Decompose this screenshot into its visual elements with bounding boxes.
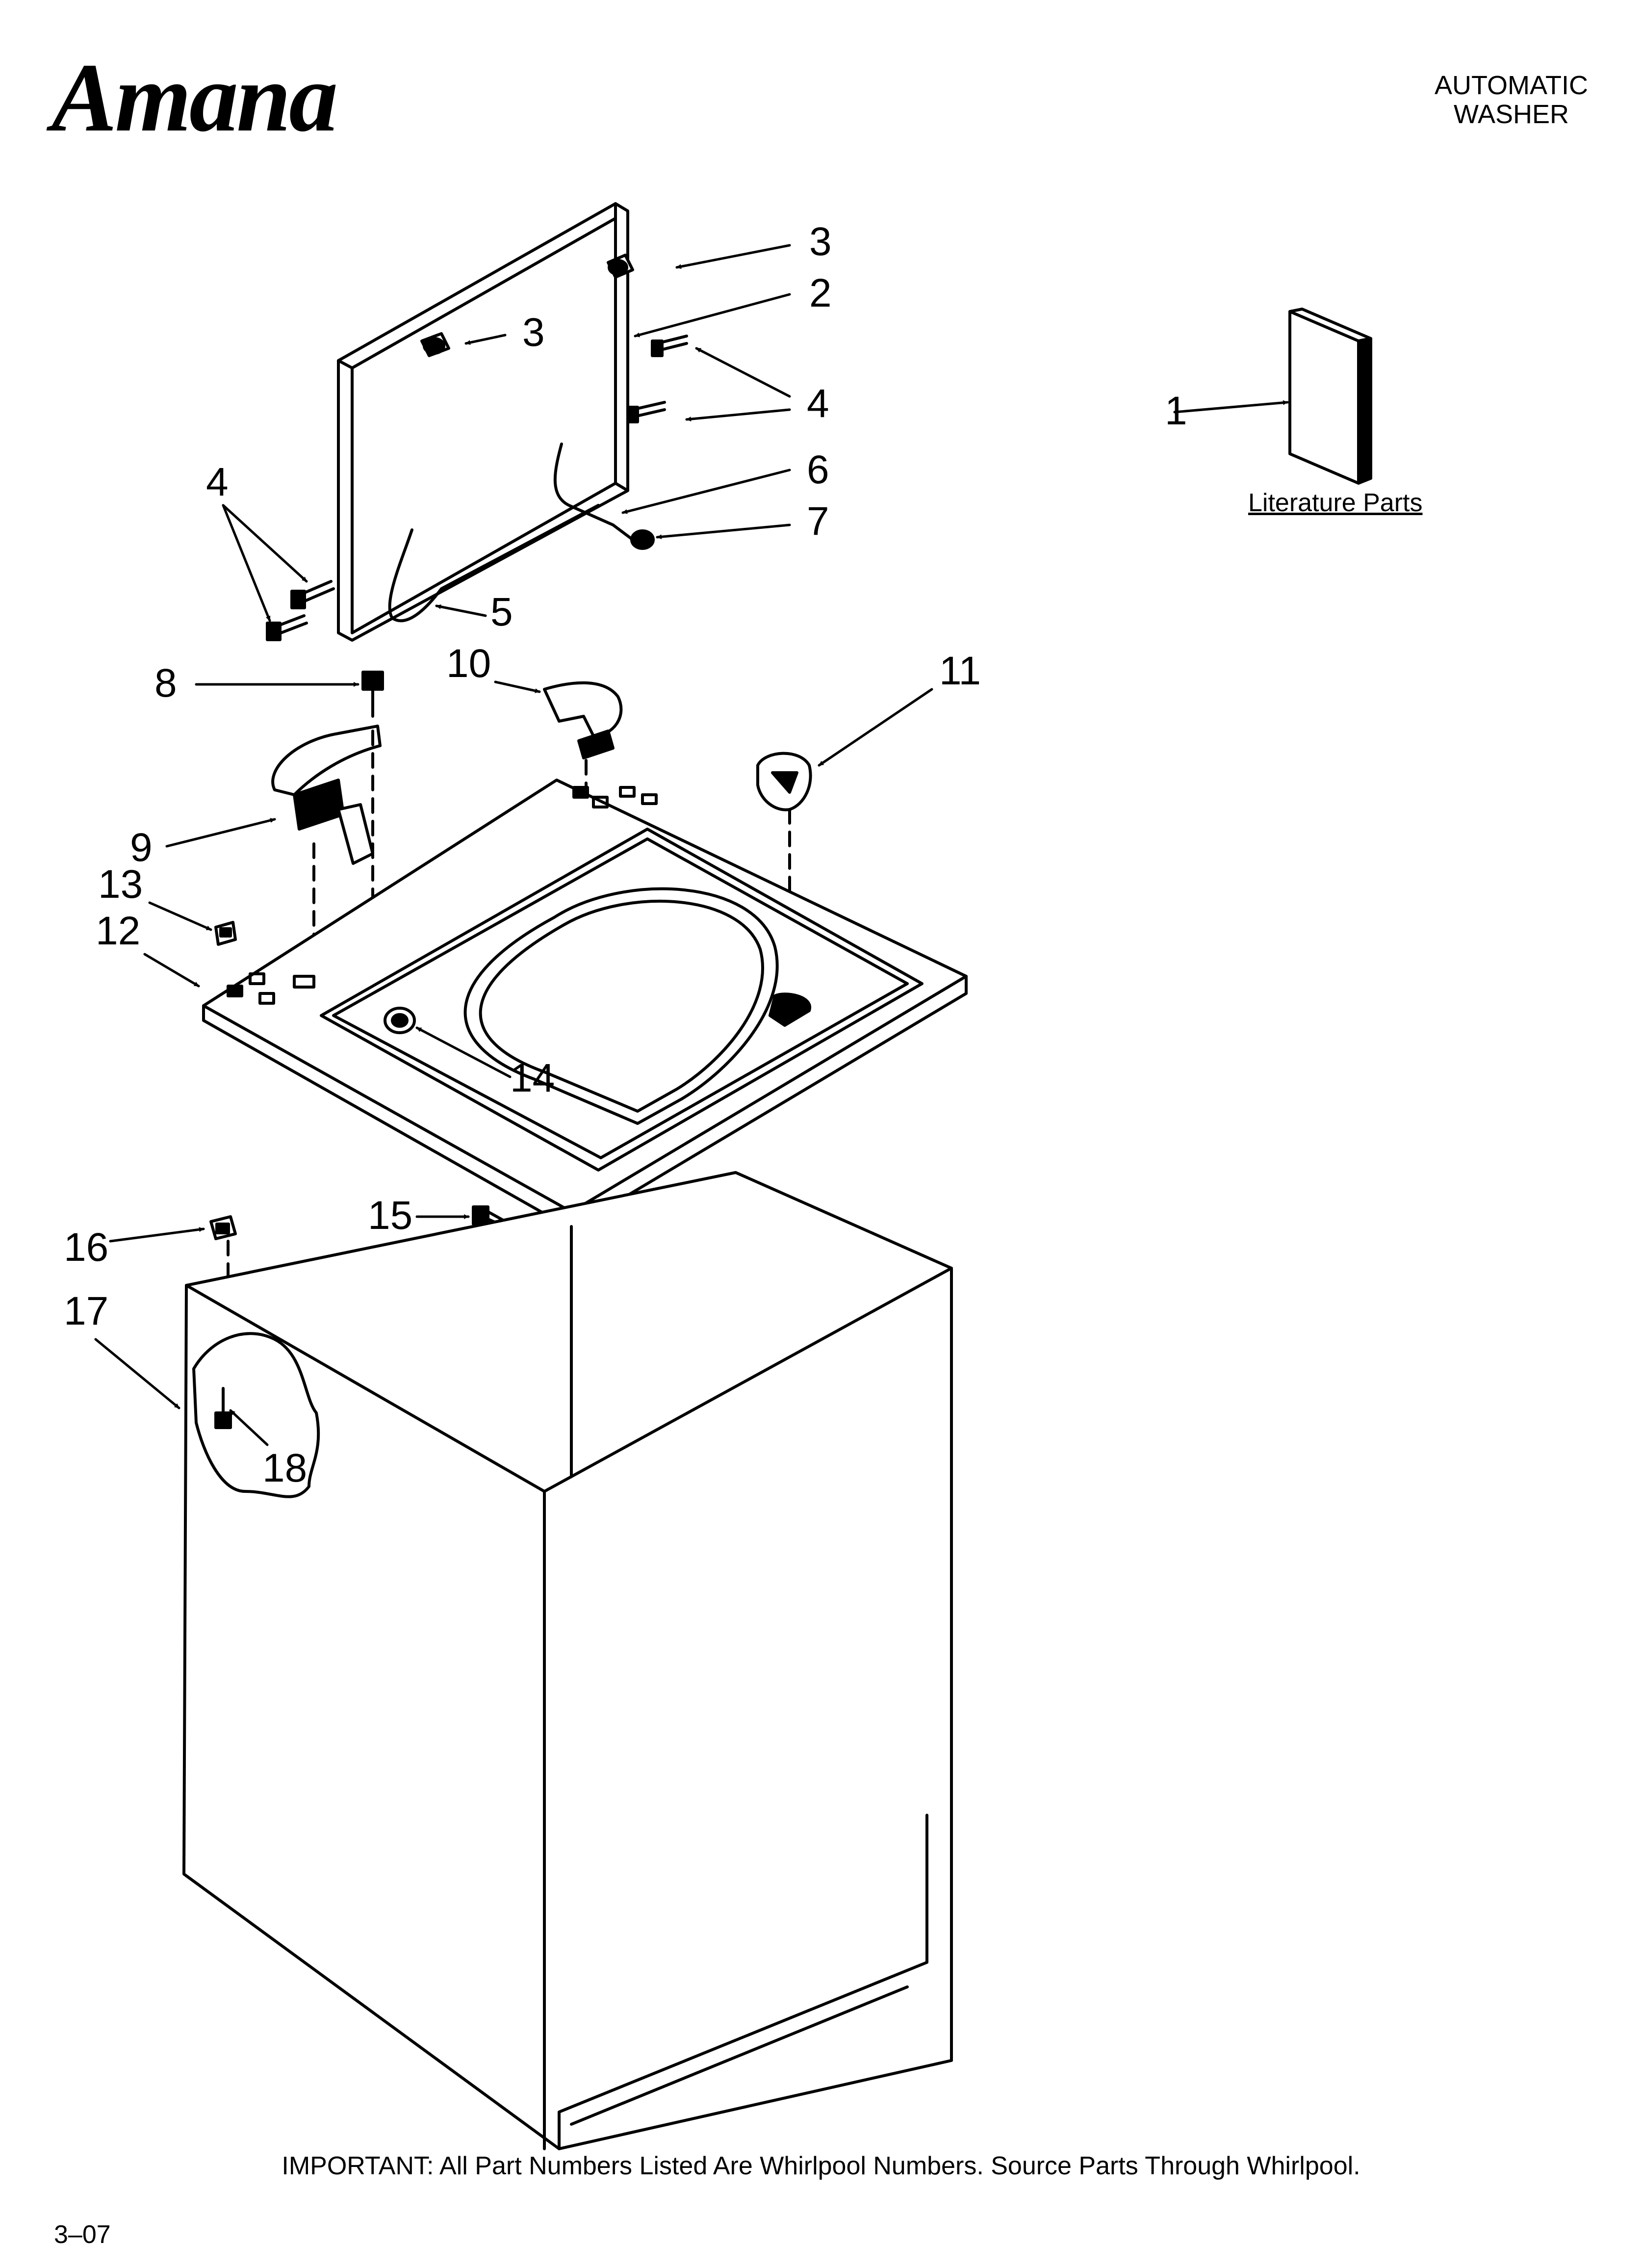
spring-clip <box>214 921 237 946</box>
hinge <box>553 443 634 541</box>
top-panel <box>202 779 968 1230</box>
callout-3-upper: 3 <box>809 219 832 264</box>
callout-13: 13 <box>98 862 143 907</box>
callout-3-left: 3 <box>522 310 545 355</box>
callout-2: 2 <box>809 271 832 315</box>
callout-18: 18 <box>262 1446 307 1490</box>
lid-frame <box>337 202 629 642</box>
callout-9: 9 <box>130 825 153 870</box>
lid-bumper-upper <box>607 254 634 279</box>
lid-screws-left <box>266 580 335 641</box>
tub-ring-fitting <box>384 1007 416 1034</box>
callout-leaders <box>94 244 1289 1446</box>
cabinet-spring-clip <box>209 1215 237 1240</box>
callout-4-right: 4 <box>807 381 829 426</box>
callout-6: 6 <box>807 447 829 492</box>
callout-5: 5 <box>490 590 513 634</box>
callout-16: 16 <box>64 1225 108 1270</box>
callout-12: 12 <box>96 909 140 953</box>
revision-code: 3–07 <box>54 2220 111 2249</box>
callout-1: 1 <box>1165 389 1187 433</box>
callout-10: 10 <box>446 641 491 686</box>
lid-hinge-bumper <box>756 752 812 811</box>
cabinet-screw <box>214 1387 232 1429</box>
literature-parts-label: Literature Parts <box>1248 489 1423 517</box>
lid-switch-bolt <box>361 671 384 718</box>
hinge-wire <box>388 504 600 623</box>
callout-11: 11 <box>939 649 981 693</box>
product-title-line1: AUTOMATIC <box>1434 71 1588 100</box>
lid-switch <box>271 725 382 865</box>
product-title-line2: WASHER <box>1453 100 1569 130</box>
product-title: AUTOMATIC WASHER <box>1435 71 1588 130</box>
callout-14: 14 <box>510 1056 555 1100</box>
cabinet <box>182 1171 953 2150</box>
lid-nut <box>630 529 655 550</box>
callout-8: 8 <box>154 661 177 705</box>
callout-labels: 3 2 3 4 1 4 6 7 5 8 10 11 9 13 12 14 15 … <box>64 219 1187 1490</box>
callout-7: 7 <box>807 499 829 544</box>
footer-important-note: IMPORTANT: All Part Numbers Listed Are W… <box>282 2152 1360 2180</box>
lid-switch-clip <box>543 681 623 759</box>
callout-15: 15 <box>368 1193 412 1238</box>
lid-screws-right <box>626 335 688 423</box>
callout-4-left: 4 <box>206 460 229 504</box>
lid-bumper-left <box>420 332 450 357</box>
literature-booklet <box>1288 308 1372 485</box>
callout-17: 17 <box>64 1289 108 1333</box>
brand-logo: Amana <box>51 44 338 152</box>
